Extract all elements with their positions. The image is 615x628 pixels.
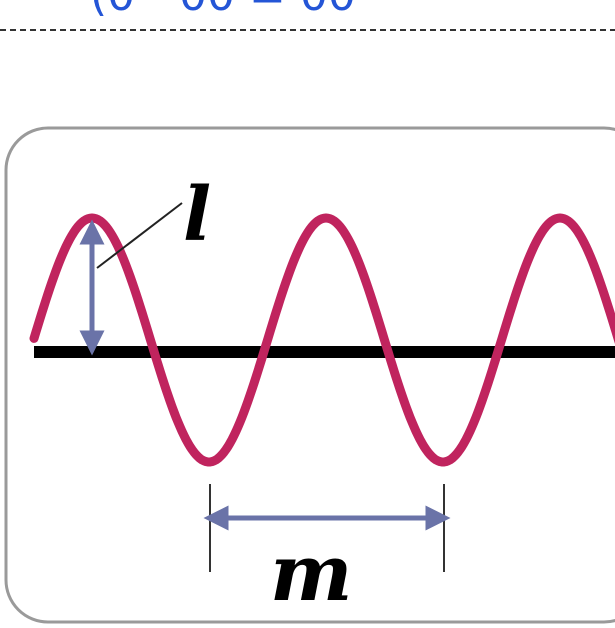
top-handwriting: (0 - 00 = 00 <box>90 0 356 21</box>
wavelength-label: m <box>270 528 353 619</box>
amplitude-leader-line <box>96 202 183 269</box>
amplitude-label: l <box>183 172 211 258</box>
top-handwriting-text: (0 - 00 = 00 <box>90 0 356 21</box>
wave-curve <box>29 213 615 467</box>
diagram-frame <box>4 126 615 624</box>
